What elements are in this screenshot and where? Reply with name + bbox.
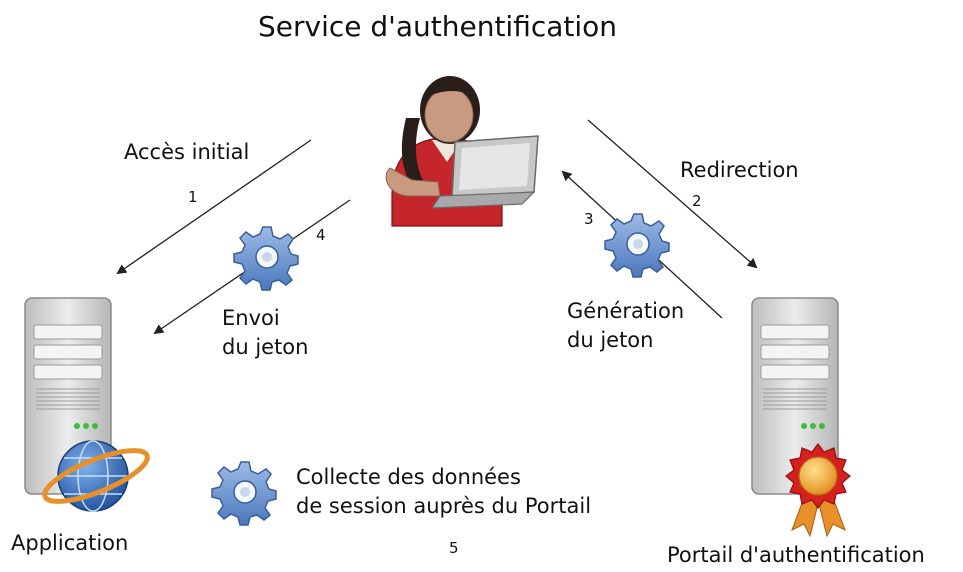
globe-icon — [42, 440, 150, 512]
portal-label: Portail d'authentification — [667, 543, 925, 567]
gear-icon-step-4 — [233, 226, 299, 291]
portal-server-icon — [751, 297, 839, 495]
step-5-label-line2: de session auprès du Portail — [296, 494, 592, 518]
step-2-label: Redirection — [680, 158, 799, 182]
step-4-number: 4 — [316, 226, 326, 244]
step-4-label-line1: Envoi — [222, 306, 280, 330]
application-label: Application — [11, 531, 129, 555]
step-3-label-line2: du jeton — [567, 328, 654, 352]
arrow-step-1 — [116, 139, 312, 275]
step-1-number: 1 — [188, 188, 198, 206]
diagram-title: Service d'authentification — [258, 10, 618, 43]
step-2-number: 2 — [692, 192, 702, 210]
step-3-label-line1: Génération — [567, 299, 685, 323]
gear-icon-step-5 — [211, 461, 277, 526]
step-5-label-line1: Collecte des données — [296, 465, 521, 489]
step-4-label-line2: du jeton — [222, 335, 309, 359]
certificate-rosette-icon — [785, 443, 851, 538]
step-3-number: 3 — [584, 210, 594, 228]
step-1-label: Accès initial — [124, 140, 250, 164]
user-with-laptop-icon — [385, 76, 539, 227]
gear-icon-step-3 — [604, 213, 670, 278]
arrow-step-2 — [587, 119, 758, 269]
step-5-number: 5 — [449, 539, 459, 557]
